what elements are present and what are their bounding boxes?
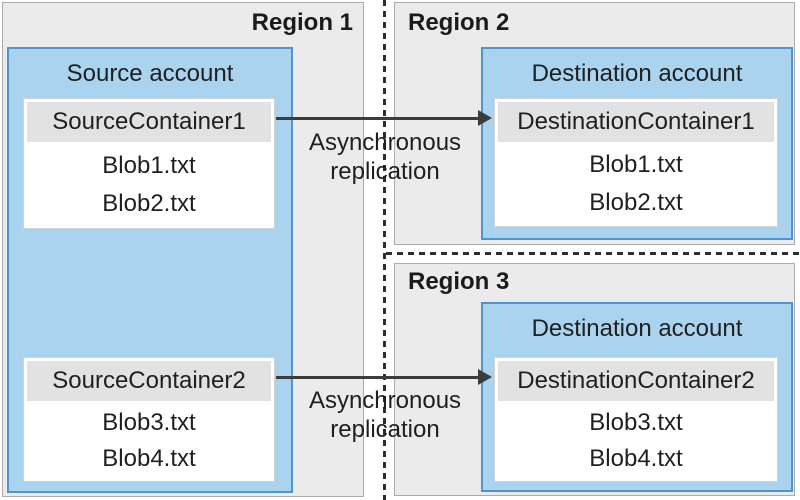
source-account-title: Source account bbox=[66, 60, 234, 87]
source-account-box: Source account SourceContainer1 Blob1.tx… bbox=[7, 47, 293, 493]
destination-container-1-blob-list: Blob1.txt Blob2.txt bbox=[495, 142, 777, 226]
blob-item: Blob4.txt bbox=[102, 445, 196, 472]
replication-label-line-2: replication bbox=[330, 416, 440, 443]
destination-account-box-region-3: Destination account DestinationContainer… bbox=[481, 302, 793, 492]
replication-label-line-1: Asynchronous bbox=[308, 387, 462, 414]
source-container-2-blob-list: Blob3.txt Blob4.txt bbox=[24, 401, 274, 481]
blob-item: Blob1.txt bbox=[589, 151, 683, 179]
blob-item: Blob3.txt bbox=[102, 409, 196, 436]
region-2-label: Region 2 bbox=[408, 9, 510, 36]
replication-arrow-2-label: Asynchronous replication bbox=[275, 386, 495, 444]
replication-arrow-2-line bbox=[276, 376, 480, 379]
blob-item: Blob1.txt bbox=[102, 152, 196, 179]
destination-container-2: DestinationContainer2 Blob3.txt Blob4.tx… bbox=[494, 357, 778, 482]
blob-item: Blob4.txt bbox=[589, 445, 683, 472]
source-container-1: SourceContainer1 Blob1.txt Blob2.txt bbox=[23, 98, 275, 229]
replication-label-line-1: Asynchronous bbox=[308, 129, 462, 156]
replication-arrow-1-line bbox=[276, 117, 480, 120]
source-container-1-blob-list: Blob1.txt Blob2.txt bbox=[24, 142, 274, 228]
vertical-dashed-divider bbox=[383, 0, 386, 500]
destination-account-box-region-2: Destination account DestinationContainer… bbox=[481, 47, 793, 240]
blob-item: Blob2.txt bbox=[589, 188, 683, 216]
destination-container-2-header: DestinationContainer2 bbox=[498, 361, 774, 401]
replication-arrow-1-label: Asynchronous replication bbox=[275, 128, 495, 186]
region-1-label: Region 1 bbox=[251, 9, 353, 36]
destination-container-2-blob-list: Blob3.txt Blob4.txt bbox=[495, 401, 777, 481]
source-container-2: SourceContainer2 Blob3.txt Blob4.txt bbox=[23, 357, 275, 482]
horizontal-dashed-divider bbox=[386, 252, 800, 255]
destination-account-1-title: Destination account bbox=[531, 60, 743, 87]
blob-item: Blob2.txt bbox=[102, 190, 196, 217]
replication-arrow-2-head-icon bbox=[478, 369, 492, 385]
source-container-2-header: SourceContainer2 bbox=[27, 361, 271, 401]
source-container-1-header: SourceContainer1 bbox=[27, 102, 271, 142]
region-3-label: Region 3 bbox=[408, 268, 510, 295]
destination-container-1-header: DestinationContainer1 bbox=[498, 102, 774, 142]
replication-label-line-2: replication bbox=[330, 158, 440, 185]
destination-container-1: DestinationContainer1 Blob1.txt Blob2.tx… bbox=[494, 98, 778, 227]
destination-account-2-title: Destination account bbox=[531, 315, 743, 342]
replication-arrow-1-head-icon bbox=[478, 110, 492, 126]
blob-item: Blob3.txt bbox=[589, 409, 683, 436]
